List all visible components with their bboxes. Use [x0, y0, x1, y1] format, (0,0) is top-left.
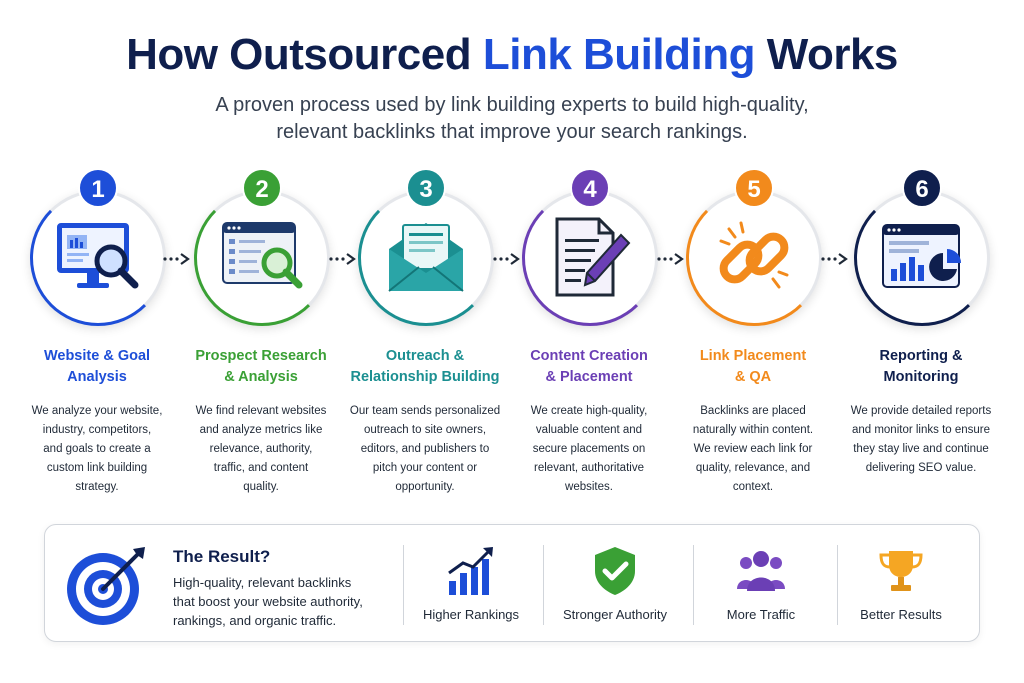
dotted-arrow-icon	[329, 253, 356, 265]
divider	[693, 545, 694, 625]
step-5: 5 Link Placement & QA Backlinks are plac…	[668, 168, 838, 508]
subtitle-line: relevant backlinks that improve your sea…	[276, 121, 748, 143]
result-panel: The Result? High-quality, relevant backl…	[44, 524, 980, 642]
process-steps: 1 Website & Goal Analysis We analyz	[0, 168, 1024, 508]
title-accent: Link Building	[482, 30, 756, 79]
benefit-label: Higher Rankings	[422, 607, 520, 622]
step-description: We provide detailed reports and monitor …	[850, 405, 992, 474]
step-3: 3 Outreach & Relationship Building Our t…	[340, 168, 510, 508]
benefit-higher-rankings: Higher Rankings	[401, 539, 541, 631]
result-title: The Result?	[173, 547, 271, 566]
people-group-icon	[737, 551, 785, 591]
step-2: 2 Prospect Research & Analysis We find r…	[176, 168, 346, 508]
monitor-search-icon	[57, 223, 139, 289]
step-number-badge: 3	[406, 168, 446, 208]
result-description: High-quality, relevant backlinks that bo…	[173, 575, 363, 628]
step-icon-circle	[686, 190, 822, 326]
title-part1: How Outsourced	[126, 30, 472, 79]
page-subtitle: A proven process used by link building e…	[0, 92, 1024, 146]
step-title: Website & Goal Analysis	[43, 348, 151, 385]
dotted-arrow-icon	[493, 253, 520, 265]
target-arrow-icon	[67, 547, 145, 625]
step-icon-circle	[358, 190, 494, 326]
dotted-arrow-icon	[821, 253, 848, 265]
step-number-badge: 4	[570, 168, 610, 208]
step-6: 6 Reporting & Monitoring We provide deta…	[836, 168, 1006, 508]
benefit-label: Stronger Authority	[562, 607, 668, 622]
divider	[403, 545, 404, 625]
step-icon-circle	[30, 190, 166, 326]
browser-search-icon	[222, 222, 303, 289]
divider	[543, 545, 544, 625]
trophy-icon	[879, 551, 923, 591]
step-title: Link Placement & QA	[699, 348, 807, 385]
step-number-badge: 2	[242, 168, 282, 208]
step-icon-circle	[522, 190, 658, 326]
step-icon-circle	[854, 190, 990, 326]
step-number-badge: 6	[902, 168, 942, 208]
step-1: 1 Website & Goal Analysis We analyz	[12, 168, 182, 508]
chain-link-icon	[719, 221, 789, 289]
step-icon-circle	[194, 190, 330, 326]
step-number-badge: 1	[78, 168, 118, 208]
dashboard-report-icon	[882, 224, 961, 288]
step-title: Reporting & Monitoring	[879, 348, 963, 385]
envelope-icon	[388, 223, 464, 292]
benefit-label: More Traffic	[726, 607, 796, 622]
benefit-better-results: Better Results	[831, 539, 971, 631]
step-title: Prospect Research & Analysis	[195, 348, 327, 385]
growth-chart-icon	[448, 547, 493, 595]
step-description: Our team sends personalized outreach to …	[349, 405, 501, 493]
step-description: Backlinks are placed naturally within co…	[692, 405, 814, 493]
dotted-arrow-icon	[163, 253, 190, 265]
step-4: 4 Content Creation & Placement We create…	[504, 168, 674, 508]
step-description: We create high-quality, valuable content…	[530, 405, 648, 493]
step-title: Content Creation & Placement	[530, 348, 648, 385]
step-description: We find relevant websites and analyze me…	[195, 405, 327, 493]
document-pen-icon	[555, 217, 631, 297]
benefit-stronger-authority: Stronger Authority	[545, 539, 685, 631]
step-title: Outreach & Relationship Building	[350, 348, 500, 385]
subtitle-line: A proven process used by link building e…	[215, 94, 809, 116]
divider	[837, 545, 838, 625]
benefit-more-traffic: More Traffic	[691, 539, 831, 631]
step-description: We analyze your website, industry, compe…	[31, 405, 163, 493]
title-part2: Works	[766, 30, 899, 79]
page-title: How Outsourced Link Building Works	[0, 30, 1024, 80]
step-number-badge: 5	[734, 168, 774, 208]
shield-check-icon	[595, 547, 635, 595]
benefit-label: Better Results	[860, 607, 942, 622]
dotted-arrow-icon	[657, 253, 684, 265]
